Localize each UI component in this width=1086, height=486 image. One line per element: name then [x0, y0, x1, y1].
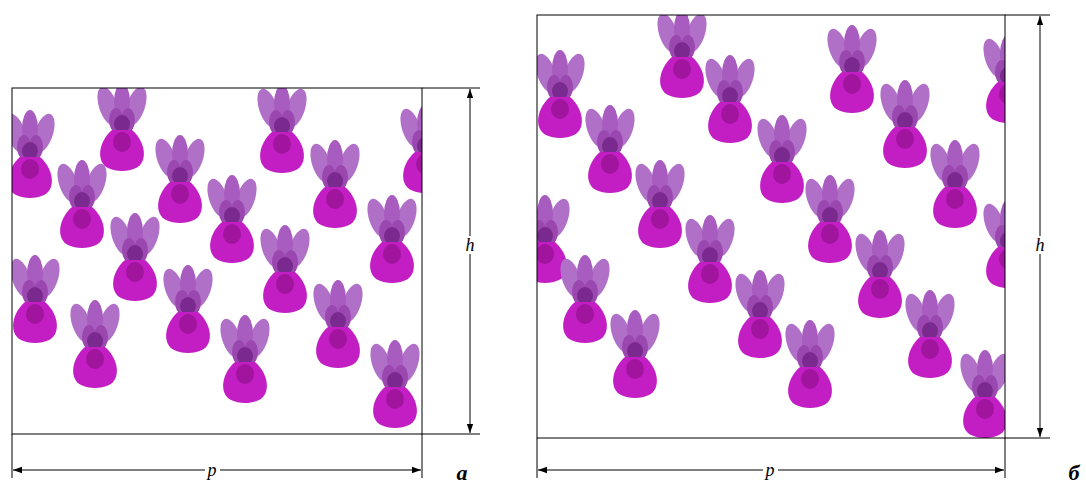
flower-motif: [781, 320, 838, 408]
flower-motif: [556, 255, 613, 343]
flower-motif: [159, 265, 216, 353]
flower-motif: [396, 105, 422, 193]
flower-motif: [753, 115, 810, 203]
flower-motif: [901, 290, 958, 378]
dimension-label: h: [463, 236, 478, 254]
flower-motif: [581, 105, 638, 193]
flower-motif: [926, 140, 983, 228]
flower-motif: [876, 80, 933, 168]
flower-motif: [701, 55, 758, 143]
flower-motif: [151, 135, 208, 223]
flower-motif: [851, 230, 908, 318]
flower-motif: [366, 340, 422, 428]
flower-motif: [12, 255, 64, 343]
flower-motif: [801, 175, 858, 263]
flower-motif: [306, 140, 363, 228]
flower-motif: [681, 215, 738, 303]
panel-letter: а: [454, 462, 471, 484]
flower-motif: [606, 310, 663, 398]
flower-motif: [93, 88, 150, 171]
flower-motif: [106, 213, 163, 301]
flower-motif: [956, 350, 1005, 438]
flower-motif: [66, 300, 123, 388]
flower-motif: [12, 110, 59, 198]
flower-motif: [537, 50, 589, 138]
flower-pattern: [12, 88, 422, 428]
flower-motif: [309, 280, 366, 368]
flower-motif: [631, 160, 688, 248]
flower-motif: [653, 15, 710, 98]
flower-motif: [823, 25, 880, 113]
flower-motif: [253, 88, 310, 173]
flower-motif: [203, 175, 260, 263]
dimension-label: p: [763, 461, 778, 479]
flower-motif: [256, 225, 313, 313]
flower-motif: [979, 35, 1005, 123]
flower-motif: [363, 195, 420, 283]
dimension-label: h: [1033, 236, 1048, 254]
panel-letter: б: [1066, 462, 1083, 484]
flower-pattern: [537, 15, 1005, 438]
flower-motif: [979, 200, 1005, 288]
flower-motif: [216, 315, 273, 403]
flower-motif: [53, 160, 110, 248]
dimension-lines: [12, 15, 1050, 478]
flower-motif: [731, 270, 788, 358]
dimension-label: p: [205, 461, 220, 479]
repeat-frame: [12, 15, 1005, 438]
